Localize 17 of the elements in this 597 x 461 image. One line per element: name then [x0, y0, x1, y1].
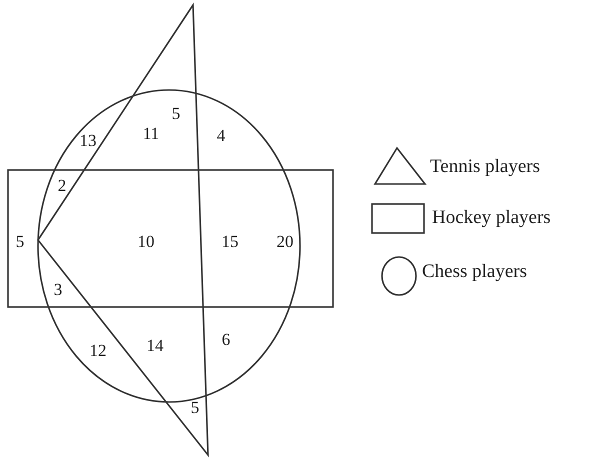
region-count: 5 — [16, 232, 24, 252]
region-count: 6 — [222, 330, 230, 350]
region-count: 5 — [190, 398, 200, 418]
region-count: 2 — [58, 176, 66, 196]
region-count: 20 — [276, 232, 294, 252]
legend-text: Hockey players — [432, 207, 551, 229]
region-count: 11 — [142, 124, 160, 144]
region-count: 14 — [146, 336, 164, 356]
legend-text: Tennis players — [430, 156, 540, 178]
region-count: 13 — [80, 131, 96, 151]
region-count: 5 — [172, 104, 180, 124]
region-count: 15 — [222, 232, 238, 252]
region-count: 4 — [216, 126, 226, 146]
region-count: 12 — [90, 341, 106, 361]
legend-text: Chess players — [422, 261, 528, 283]
region-count: 3 — [54, 280, 62, 300]
region-count: 10 — [138, 232, 154, 252]
